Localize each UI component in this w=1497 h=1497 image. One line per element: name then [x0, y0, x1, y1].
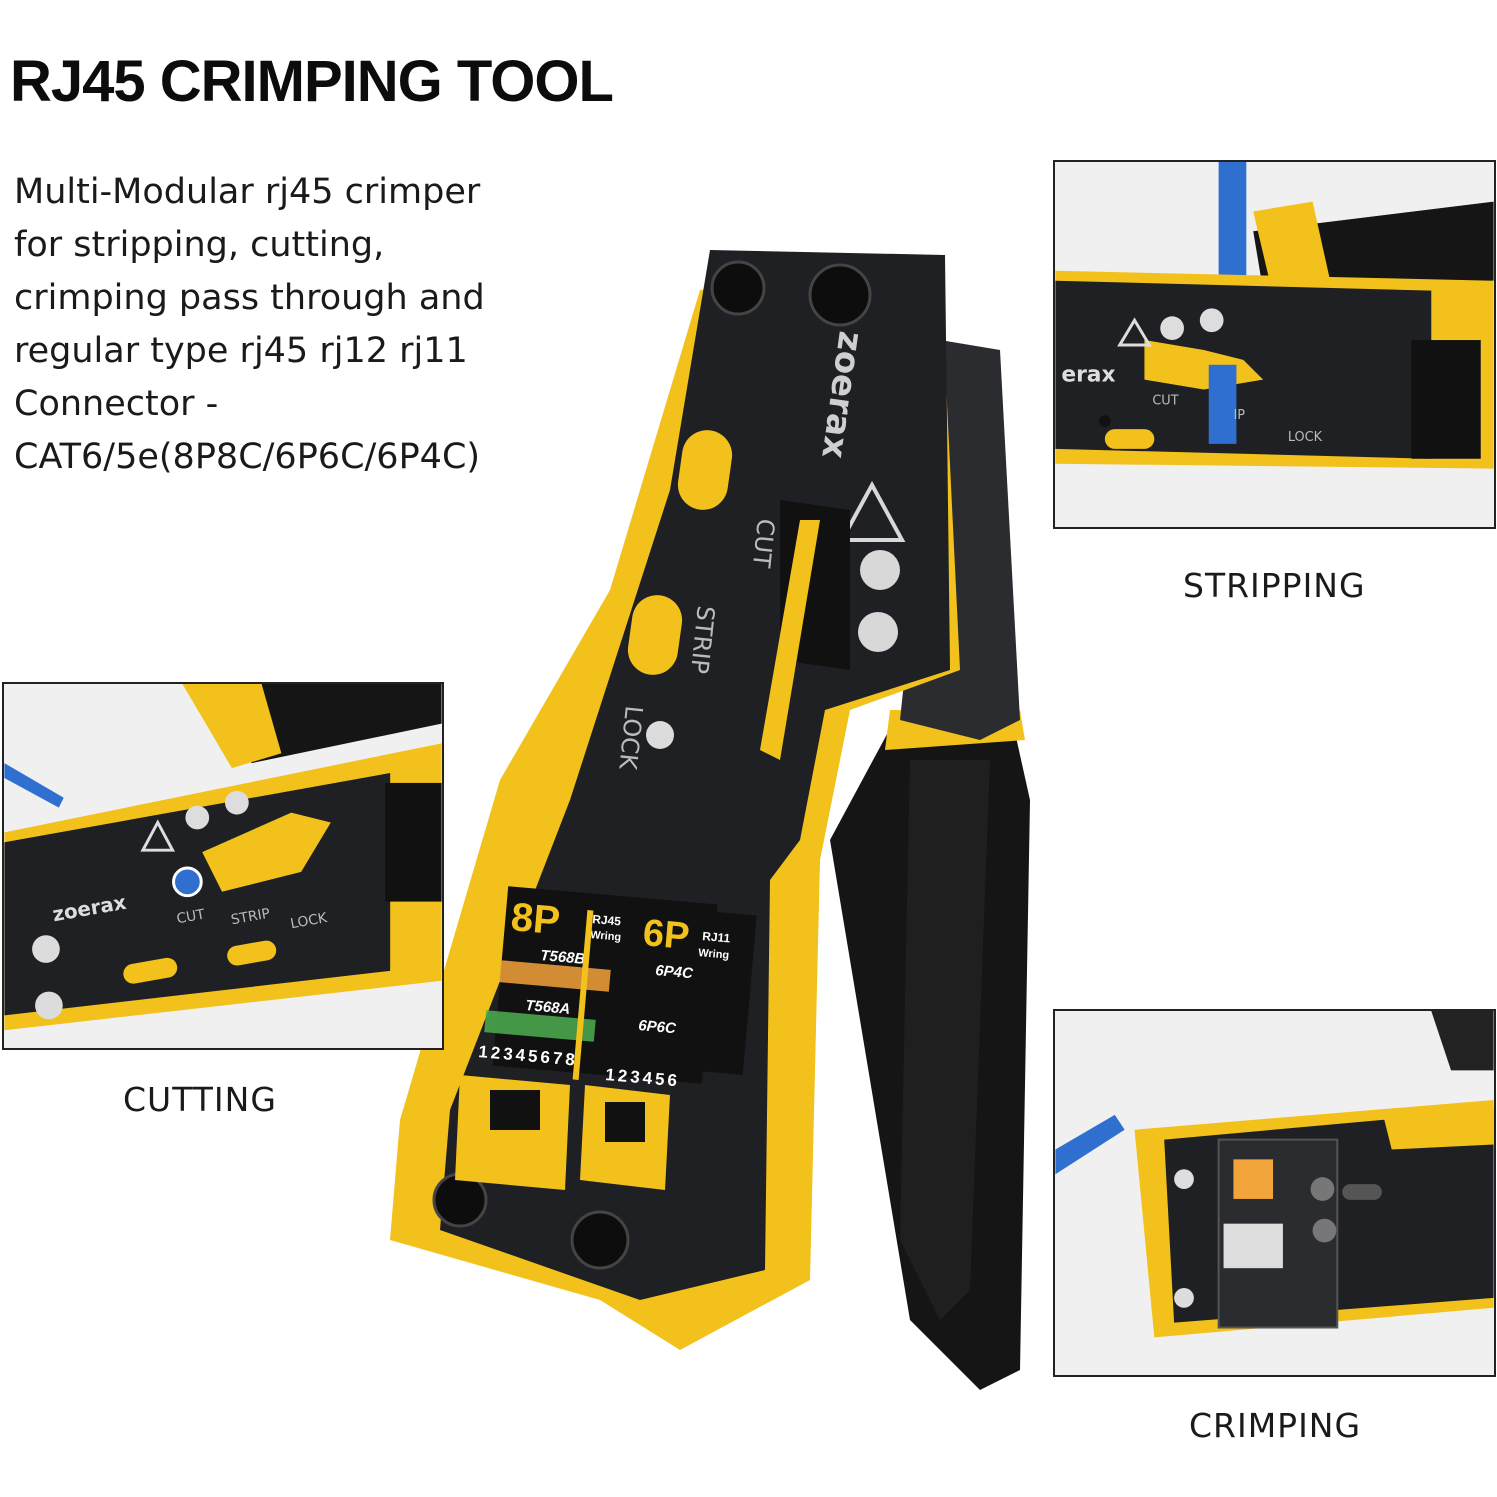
- chart-6p-type: RJ11: [702, 929, 731, 945]
- rivet-icon: [1174, 1287, 1194, 1308]
- description-line: for stripping, cutting,: [14, 225, 385, 265]
- strip-slot: [627, 595, 683, 675]
- wire-color-strip: [484, 1010, 596, 1042]
- description-line: CAT6/5e(8P8C/6P6C/6P4C): [14, 437, 481, 477]
- description-line: crimping pass through and: [14, 278, 485, 318]
- wiring-chart: [1411, 340, 1481, 459]
- blue-cable: [1055, 1114, 1125, 1175]
- glove-icon: [224, 790, 249, 815]
- brand-logo: erax: [1061, 363, 1115, 388]
- chart-8p-title: 8P: [509, 895, 562, 943]
- glove-icon: [858, 612, 898, 652]
- strip-label: STRIP: [230, 906, 271, 929]
- glove-icon: [1199, 308, 1224, 333]
- rivet-icon: [35, 991, 63, 1020]
- screw-icon: [1098, 415, 1111, 428]
- handle-collar: [1253, 201, 1333, 296]
- product-description: Multi-Modular rj45 crimper for stripping…: [14, 166, 554, 484]
- cutting-image: zoerax CUT STRIP LOCK: [4, 684, 442, 1048]
- rj45-connector: [1223, 1223, 1283, 1269]
- chart-t568a: T568A: [525, 997, 571, 1018]
- rivet-icon: [710, 260, 766, 316]
- socket-8p: [455, 1075, 570, 1190]
- strip-label: IP: [1233, 408, 1245, 423]
- rivet-icon: [1174, 1169, 1194, 1190]
- rivet-icon: [32, 935, 60, 963]
- chart-t568b: T568B: [540, 947, 586, 968]
- chart-6p4c: 6P4C: [655, 962, 695, 982]
- description-line: Multi-Modular rj45 crimper: [14, 172, 481, 212]
- handle-collar: [182, 684, 282, 769]
- cut-label: CUT: [747, 517, 780, 569]
- socket-8p-cavity: [490, 1090, 540, 1130]
- blue-cable: [1218, 162, 1247, 281]
- crimping-image: [1055, 1011, 1494, 1375]
- chart-8p-sub: Wring: [590, 929, 622, 944]
- chart-6p-title: 6P: [641, 912, 691, 958]
- lock-button-icon: [646, 721, 674, 749]
- cut-slot: [1104, 429, 1155, 449]
- strip-slot: [227, 940, 277, 966]
- chart-divider: [572, 910, 594, 1080]
- socket-8p: [1233, 1159, 1274, 1199]
- screw-icon: [1310, 1177, 1335, 1201]
- lock-label: LOCK: [1288, 430, 1323, 445]
- no-hand-icon: [860, 550, 900, 590]
- wiring-chart-6p: [623, 905, 757, 1075]
- cut-label: CUT: [1152, 393, 1178, 408]
- chart-8p-type: RJ45: [592, 912, 622, 928]
- warning-icon: [140, 819, 176, 852]
- crimping-panel: [1053, 1009, 1496, 1377]
- warning-icon: [1117, 317, 1152, 347]
- cutting-panel: zoerax CUT STRIP LOCK: [2, 682, 444, 1050]
- rivet-icon: [570, 1210, 630, 1270]
- warning-icon: [838, 480, 906, 542]
- rivet-icon: [808, 263, 872, 327]
- slot: [1342, 1184, 1382, 1200]
- stripping-caption: STRIPPING: [1183, 566, 1366, 605]
- description-line: regular type rj45 rj12 rj11: [14, 331, 468, 371]
- upper-jaw: [1381, 1104, 1494, 1150]
- blade-arm: [202, 812, 331, 892]
- crimping-tool-graphic: CUT STRIP LOCK zoerax 8P RJ45 Wring T568…: [390, 250, 1030, 1390]
- stripping-panel: erax CUT IP LOCK: [1053, 160, 1496, 529]
- handle-end: [1431, 1011, 1494, 1071]
- chart-6p-sub: Wring: [698, 947, 730, 962]
- cable-end-icon: [172, 866, 203, 898]
- lock-label: LOCK: [289, 910, 329, 932]
- no-hand-icon: [185, 805, 210, 830]
- blue-cable-inserted: [1208, 364, 1237, 444]
- chart-6p6c: 6P6C: [638, 1017, 678, 1037]
- description-line: Connector -: [14, 384, 219, 424]
- crimping-tool-illustration: CUT STRIP LOCK zoerax 8P RJ45 Wring T568…: [380, 240, 1060, 1400]
- grip-shading: [900, 760, 990, 1320]
- cut-slot: [677, 430, 733, 510]
- screw-icon: [1312, 1218, 1337, 1243]
- stripping-image: erax CUT IP LOCK: [1055, 162, 1494, 527]
- wiring-chart: [385, 782, 442, 902]
- blue-cable: [4, 763, 64, 808]
- cut-slot: [123, 957, 178, 984]
- socket-6p-cavity: [605, 1102, 645, 1142]
- blade-arm: [760, 520, 820, 760]
- cut-label: CUT: [175, 907, 206, 928]
- cutting-caption: CUTTING: [123, 1080, 277, 1119]
- page-title: RJ45 CRIMPING TOOL: [10, 49, 614, 114]
- crimping-caption: CRIMPING: [1189, 1406, 1362, 1445]
- lock-label: LOCK: [613, 704, 648, 772]
- no-hand-icon: [1160, 316, 1184, 341]
